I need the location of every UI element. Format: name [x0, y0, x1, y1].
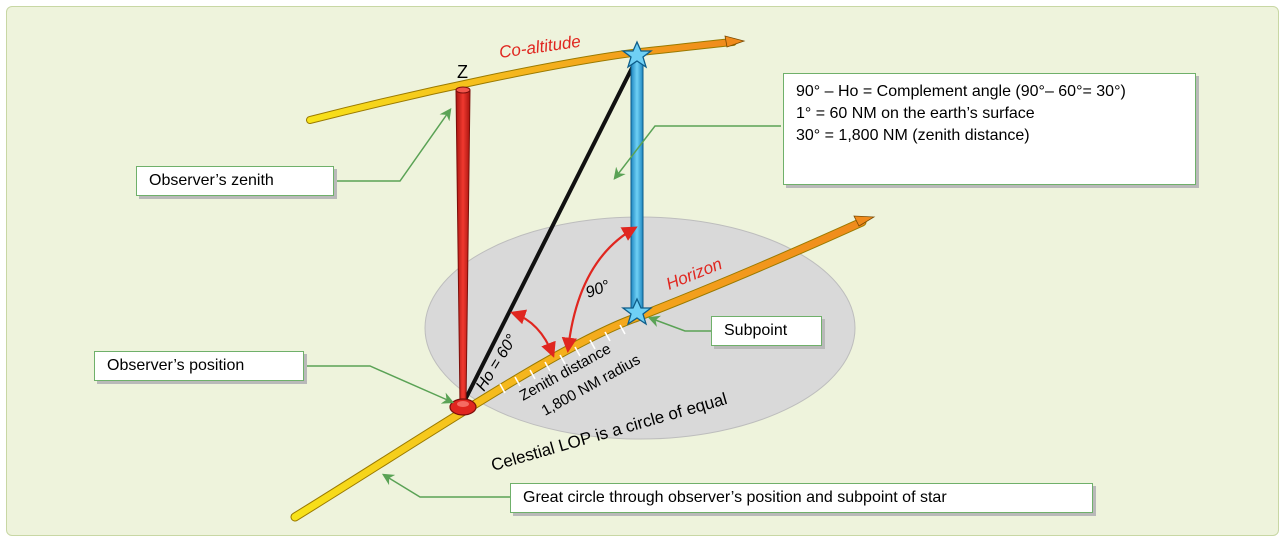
great-circle-text: Great circle through observer’s position…: [523, 489, 947, 506]
zenith-marker-label: Z: [457, 62, 468, 82]
ninety-angle-arc: [561, 226, 638, 354]
info-line-complement: 90° – Ho = Complement angle (90°– 60°= 3…: [796, 83, 1126, 100]
observer-to-star-line: [461, 57, 639, 405]
info-line-zenith-distance: 30° = 1,800 NM (zenith distance): [796, 127, 1030, 144]
zenith-callout-leader: [335, 108, 452, 182]
subpoint-callout: Subpoint: [711, 316, 822, 346]
horizon-arrowhead: [853, 215, 876, 227]
star-vertical-line: [630, 57, 644, 313]
observers-zenith-text: Observer’s zenith: [149, 172, 274, 189]
radius-tick-marks: [499, 324, 626, 394]
ho-angle-arc: [510, 309, 556, 358]
subpoint-text: Subpoint: [724, 322, 788, 339]
great-circle-callout-leader: [381, 473, 510, 498]
position-callout-leader: [304, 365, 455, 404]
complement-angle-info-box: 90° – Ho = Complement angle (90°– 60°= 3…: [783, 73, 1196, 185]
observers-zenith-callout: Observer’s zenith: [136, 166, 334, 196]
co-altitude-label: Co-altitude: [498, 32, 582, 62]
great-circle-callout: Great circle through observer’s position…: [510, 483, 1093, 513]
observers-position-text: Observer’s position: [107, 357, 245, 374]
observers-position-callout: Observer’s position: [94, 351, 304, 381]
co-altitude-arrowhead: [724, 35, 746, 48]
star-icon: [621, 40, 653, 69]
info-callout-leader: [613, 125, 781, 180]
subpoint-callout-leader: [647, 315, 711, 332]
info-line-degree-nm: 1° = 60 NM on the earth’s surface: [796, 105, 1035, 122]
